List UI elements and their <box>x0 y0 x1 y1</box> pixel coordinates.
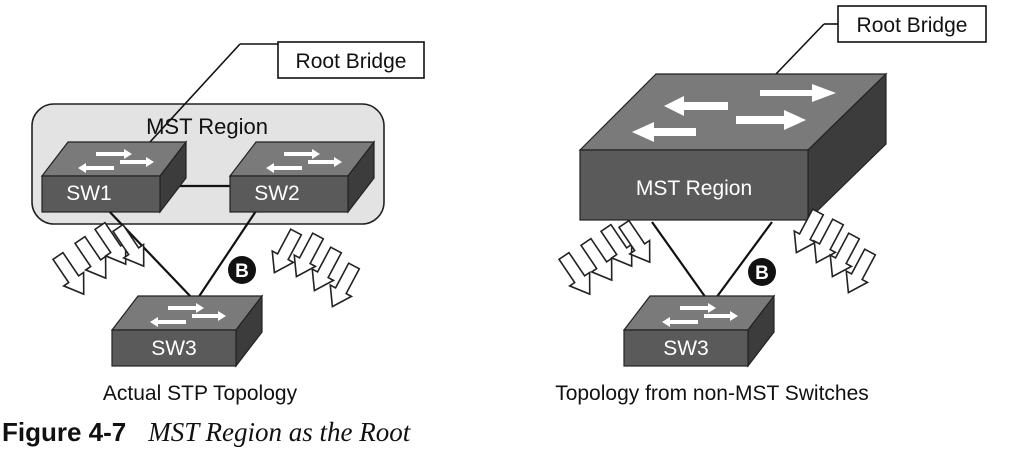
root-bridge-label: Root Bridge <box>296 50 407 73</box>
mst-region-switch: MST Region <box>578 72 888 222</box>
link-sw2-sw3 <box>197 207 259 299</box>
left-panel: MST Region Root Bridge SW1 <box>31 41 425 405</box>
right-subtitle: Topology from non-MST Switches <box>555 382 869 405</box>
sw3-label-left: SW3 <box>151 337 197 360</box>
figure-title: MST Region as the Root <box>148 417 411 447</box>
link-sw1-sw3 <box>105 207 193 299</box>
switch-sw2: SW2 <box>228 140 376 214</box>
sw2-label: SW2 <box>254 182 300 205</box>
root-callout-line <box>149 43 241 143</box>
root-bridge-box <box>277 41 425 79</box>
link-region-sw3-b <box>715 221 773 299</box>
blocked-port-badge-right: B <box>748 258 776 286</box>
switch-sw3-left: SW3 <box>110 294 264 368</box>
left-subtitle: Actual STP Topology <box>103 382 298 405</box>
blocked-port-badge-left: B <box>228 256 256 284</box>
root-callout-line-right <box>775 23 825 75</box>
mst-region-switch-label: MST Region <box>636 177 752 200</box>
svg-text:B: B <box>755 263 769 284</box>
link-region-sw3-a <box>651 221 707 299</box>
right-panel: Root Bridge MST Region <box>553 5 987 405</box>
root-bridge-box-right <box>837 5 987 43</box>
figure-caption: Figure 4-7 MST Region as the Root <box>2 412 410 452</box>
bpdu-arrows-left-b <box>263 225 366 314</box>
svg-text:B: B <box>235 261 249 282</box>
bpdu-arrows-right-a <box>553 216 661 302</box>
mst-region-label: MST Region <box>146 114 268 139</box>
root-bridge-label-right: Root Bridge <box>857 14 968 37</box>
figure-number: Figure 4-7 <box>2 417 127 447</box>
switch-sw3-right: SW3 <box>622 294 776 368</box>
sw1-label: SW1 <box>66 182 112 205</box>
switch-sw1: SW1 <box>40 140 188 214</box>
sw3-label-right: SW3 <box>663 337 709 360</box>
bpdu-arrows-left-a <box>47 218 155 302</box>
